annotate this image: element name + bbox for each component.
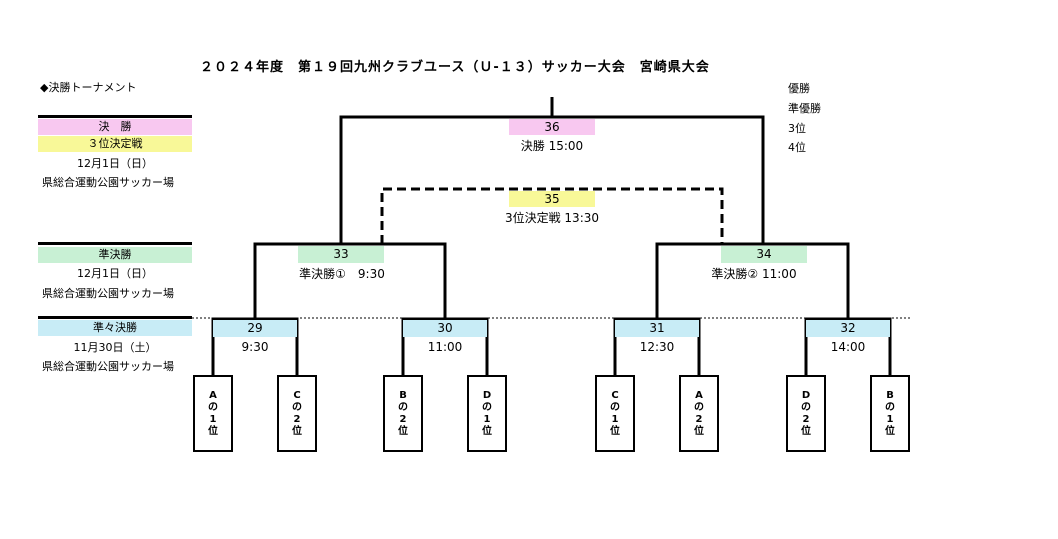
match-31-time: 12:30 bbox=[639, 340, 675, 354]
match-36-number: 36 bbox=[509, 119, 595, 135]
match-29-time: 9:30 bbox=[241, 340, 269, 354]
match-30-number: 30 bbox=[403, 320, 487, 337]
quarter-header: 準々決勝 bbox=[38, 320, 192, 336]
third-place-header: ３位決定戦 bbox=[38, 136, 192, 152]
third-place-bracket bbox=[380, 187, 724, 244]
section-subtitle: ◆決勝トーナメント bbox=[40, 81, 137, 94]
quarter-rule bbox=[38, 316, 192, 319]
result-winner: 優勝 bbox=[788, 82, 810, 95]
semi-rule bbox=[38, 242, 192, 245]
semi-venue: 県総合運動公園サッカー場 bbox=[42, 287, 174, 300]
final-date: 12月1日（日） bbox=[77, 157, 153, 170]
final-header: 決 勝 bbox=[38, 119, 192, 135]
quarter-date: 11月30日（土） bbox=[73, 341, 157, 354]
match-31-number: 31 bbox=[615, 320, 699, 337]
qf-30-bracket bbox=[401, 317, 489, 376]
match-29-number: 29 bbox=[213, 320, 297, 337]
match-34-label: 準決勝② 11:00 bbox=[711, 267, 797, 281]
semi-34-bracket bbox=[655, 242, 850, 318]
result-fourth: 4位 bbox=[788, 141, 806, 154]
result-third: 3位 bbox=[788, 122, 806, 135]
qf-32-bracket bbox=[804, 317, 892, 376]
qf-31-bracket bbox=[613, 317, 701, 376]
final-bracket bbox=[339, 115, 765, 244]
final-rule bbox=[38, 115, 192, 118]
match-34-number: 34 bbox=[721, 246, 807, 263]
match-32-time: 14:00 bbox=[830, 340, 866, 354]
match-30-time: 11:00 bbox=[427, 340, 463, 354]
match-33-label: 準決勝① 9:30 bbox=[299, 267, 385, 281]
semi-date: 12月1日（日） bbox=[77, 267, 153, 280]
result-runner-up: 準優勝 bbox=[788, 102, 821, 115]
match-32-number: 32 bbox=[806, 320, 890, 337]
semi-header: 準決勝 bbox=[38, 247, 192, 263]
match-36-label: 決勝 15:00 bbox=[520, 139, 584, 153]
match-33-number: 33 bbox=[298, 246, 384, 263]
page-title: ２０２４年度 第１９回九州クラブユース（Ｕ-１３）サッカー大会 宮崎県大会 bbox=[200, 60, 710, 75]
qf-29-bracket bbox=[211, 317, 299, 376]
quarter-venue: 県総合運動公園サッカー場 bbox=[42, 360, 174, 373]
final-venue: 県総合運動公園サッカー場 bbox=[42, 176, 174, 189]
semi-33-bracket bbox=[253, 242, 447, 318]
match-35-label: 3位決定戦 13:30 bbox=[504, 211, 600, 225]
match-35-number: 35 bbox=[509, 191, 595, 207]
